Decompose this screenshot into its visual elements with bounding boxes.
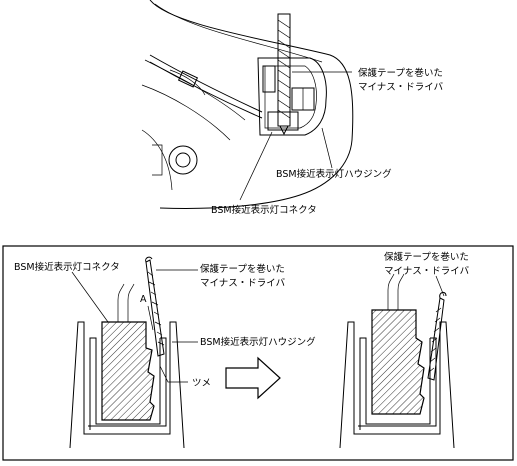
housing-claw-left <box>88 337 167 427</box>
bsm-housing <box>257 57 327 136</box>
cable <box>149 54 263 113</box>
bottom-label-screwdriver-left-1: 保護テープを巻いた <box>200 263 285 275</box>
wire-left-1 <box>117 283 125 322</box>
top-label-housing: BSM接近表示灯ハウジング <box>276 168 392 180</box>
screwdriver-left <box>145 256 165 357</box>
bottom-label-housing: BSM接近表示灯ハウジング <box>200 336 316 348</box>
mirror-arc-2 <box>141 84 231 141</box>
leader-housing-top <box>321 127 333 169</box>
mirror-arc-1 <box>144 59 246 121</box>
label-a: A <box>140 294 147 305</box>
bottom-label-screwdriver-right-2: マイナス・ドライバ <box>384 266 470 277</box>
wire-left-2 <box>127 283 135 322</box>
housing-outer-right <box>339 321 455 449</box>
screwdriver-right <box>427 291 447 381</box>
wire-right-1 <box>387 273 395 310</box>
connector-body-right <box>371 309 425 415</box>
bsm-connector-top <box>267 111 299 131</box>
leader-connector-bottom <box>71 271 109 323</box>
knob-outer <box>168 145 198 175</box>
bottom-label-screwdriver-right-1: 保護テープを巻いた <box>384 251 469 263</box>
leader-claw-bottom <box>159 365 188 383</box>
mirror-outline-inner <box>154 3 323 63</box>
housing-inner-left <box>89 337 161 430</box>
cable-clip <box>177 70 199 88</box>
wire-right-2 <box>397 273 405 310</box>
bsm-housing-inner <box>264 65 317 129</box>
bottom-left-detail: A BSM接近表示灯コネクタ 保護テープを巻いた マイナス・ドライバ BSM接近… <box>14 256 316 449</box>
cable-2 <box>149 61 263 119</box>
top-label-connector: BSM接近表示灯コネクタ <box>211 204 317 216</box>
top-label-screwdriver-2: マイナス・ドライバ <box>358 82 444 93</box>
step-arrow <box>225 356 281 400</box>
top-figure: 保護テープを巻いた マイナス・ドライバ BSM接近表示灯ハウジング BSM接近表… <box>141 0 444 216</box>
connector-body-left <box>101 321 155 421</box>
leader-screwdriver-right <box>435 275 445 297</box>
bottom-right-detail: 保護テープを巻いた マイナス・ドライバ <box>339 251 470 449</box>
bottom-label-claw: ツメ <box>192 378 211 389</box>
top-label-screwdriver-1: 保護テープを巻いた <box>358 67 443 79</box>
housing-claw-right <box>358 337 437 427</box>
housing-tab <box>262 65 276 93</box>
screwdriver-top <box>277 13 291 136</box>
arrow-a <box>147 305 154 331</box>
mirror-arc-4 <box>169 69 206 96</box>
mirror-outline-outer <box>149 0 354 209</box>
leader-connector-top <box>239 131 273 201</box>
housing-inner-right <box>359 337 431 430</box>
knob-inner <box>175 152 191 168</box>
knob-mount <box>152 144 163 176</box>
housing-outer-left <box>69 321 185 449</box>
bottom-label-screwdriver-left-2: マイナス・ドライバ <box>200 278 286 289</box>
bottom-figure-frame <box>2 245 514 461</box>
mirror-arc-3 <box>141 129 173 191</box>
bottom-label-connector: BSM接近表示灯コネクタ <box>14 261 120 273</box>
